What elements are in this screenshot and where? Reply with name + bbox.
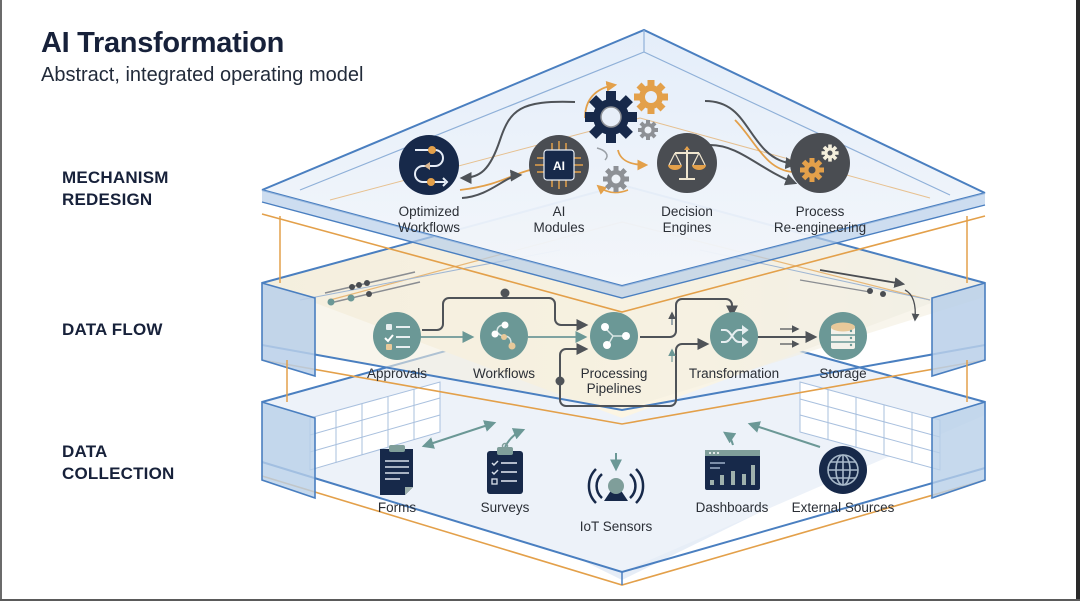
layer-label-data-collection: DATA COLLECTION <box>62 441 175 485</box>
data-flow-connectors <box>420 288 818 407</box>
node-ai-modules[interactable]: AI AI Modules <box>529 135 589 235</box>
node-label: Process <box>796 204 845 219</box>
node-workflows[interactable]: Workflows <box>473 312 535 381</box>
data-collection-connectors <box>421 420 821 472</box>
node-label: Modules <box>533 220 584 235</box>
navy-gear-icon <box>585 91 637 143</box>
node-external-sources[interactable]: External Sources <box>792 446 895 515</box>
node-label: Approvals <box>367 366 427 381</box>
layer-label-data-flow: DATA FLOW <box>62 319 163 341</box>
node-process-reengineering[interactable]: Process Re-engineering <box>774 133 866 235</box>
node-forms[interactable]: Forms <box>378 445 416 515</box>
node-label: Re-engineering <box>774 220 866 235</box>
node-label: Pipelines <box>587 381 642 396</box>
node-label: Dashboards <box>696 500 769 515</box>
data-stream-right <box>799 269 920 322</box>
node-label: Engines <box>663 220 712 235</box>
node-transformation[interactable]: Transformation <box>689 312 779 381</box>
node-surveys[interactable]: Surveys <box>481 442 530 516</box>
node-label: Optimized <box>399 204 460 219</box>
form-document-icon <box>380 445 413 495</box>
window-border-bottom <box>0 599 1080 601</box>
ai-chip-icon: AI <box>535 141 583 189</box>
dashboard-chart-icon <box>705 450 760 490</box>
checklist-icon <box>384 324 410 350</box>
scales-icon <box>668 146 706 180</box>
survey-clipboard-icon <box>487 442 523 494</box>
node-dashboards[interactable]: Dashboards <box>696 450 769 515</box>
window-border-left <box>0 0 2 601</box>
workflow-graph-icon <box>491 321 516 350</box>
workflow-loop-icon <box>414 146 449 187</box>
node-label: External Sources <box>792 500 895 515</box>
node-label: Decision <box>661 204 713 219</box>
node-label: Workflows <box>398 220 460 235</box>
node-storage[interactable]: Storage <box>819 312 867 381</box>
gray-gear-icon <box>603 166 629 192</box>
node-label: Forms <box>378 500 416 515</box>
page-title: AI Transformation <box>41 27 285 59</box>
node-optimized-workflows[interactable]: Optimized Workflows <box>398 135 460 235</box>
layer-label-mechanism-redesign: MECHANISM REDESIGN <box>62 167 169 211</box>
antenna-icon <box>587 468 645 504</box>
layer-mechanism-redesign-plate <box>261 28 986 313</box>
mechanism-connectors <box>459 80 798 199</box>
pipeline-graph-icon <box>601 323 630 349</box>
node-iot-sensors[interactable]: IoT Sensors <box>580 468 653 534</box>
node-decision-engines[interactable]: Decision Engines <box>657 133 717 235</box>
database-icon <box>831 322 855 349</box>
node-approvals[interactable]: Approvals <box>367 312 427 381</box>
node-label: Transformation <box>689 366 779 381</box>
layer-label-line: MECHANISM <box>62 168 169 187</box>
node-label: Processing <box>581 366 648 381</box>
node-label: AI <box>553 204 566 219</box>
layer-label-line: DATA FLOW <box>62 320 163 339</box>
node-label: Surveys <box>481 500 530 515</box>
layer-label-line: REDESIGN <box>62 190 153 209</box>
window-border-right <box>1076 0 1080 601</box>
orange-gear-icon <box>634 80 668 114</box>
ai-chip-text: AI <box>553 159 565 173</box>
node-label: IoT Sensors <box>580 519 653 534</box>
node-processing-pipelines[interactable]: Processing Pipelines <box>581 312 648 396</box>
data-stream-left <box>324 271 421 306</box>
layer-label-line: COLLECTION <box>62 464 175 483</box>
gear-cluster <box>585 80 668 192</box>
shuffle-icon <box>721 325 749 347</box>
globe-icon <box>819 446 867 494</box>
layer-label-line: DATA <box>62 442 108 461</box>
node-label: Storage <box>819 366 866 381</box>
page-subtitle: Abstract, integrated operating model <box>41 64 364 86</box>
node-label: Workflows <box>473 366 535 381</box>
